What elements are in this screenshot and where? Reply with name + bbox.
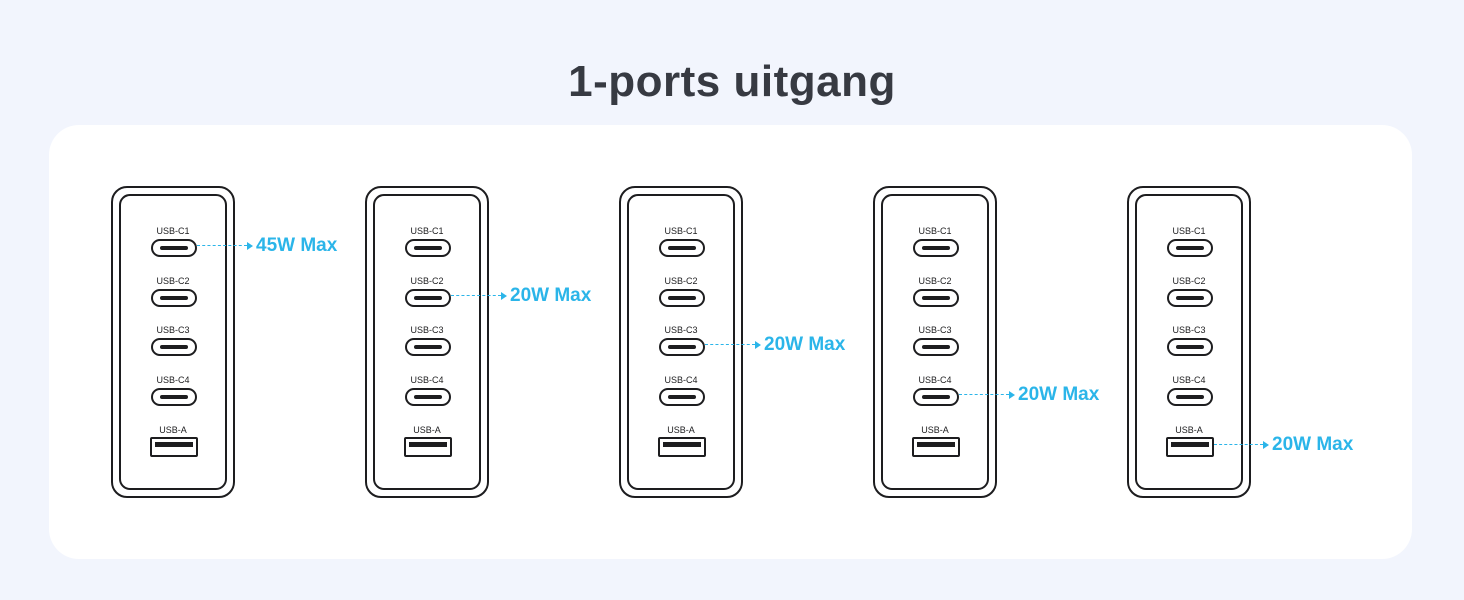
charger-faceplate — [1135, 194, 1243, 490]
usb-c-port-icon — [913, 239, 959, 257]
port-label: USB-C4 — [1172, 375, 1206, 385]
output-power-label: 45W Max — [256, 235, 338, 256]
port-label: USB-A — [667, 425, 695, 435]
arrow-head-icon — [247, 242, 253, 250]
output-arrow-line — [705, 344, 755, 345]
usb-c-port-icon — [151, 388, 197, 406]
port-label: USB-A — [921, 425, 949, 435]
usb-c-port-icon — [1167, 388, 1213, 406]
charger-faceplate — [119, 194, 227, 490]
arrow-head-icon — [1263, 441, 1269, 449]
output-power-label: 20W Max — [510, 285, 592, 306]
usb-c-port-icon — [1167, 289, 1213, 307]
usb-a-port-icon — [150, 437, 198, 457]
port-label: USB-C3 — [918, 325, 952, 335]
port-label: USB-C2 — [156, 276, 190, 286]
port-label: USB-C1 — [410, 226, 444, 236]
charger-faceplate — [881, 194, 989, 490]
port-label: USB-A — [159, 425, 187, 435]
port-label: USB-C4 — [156, 375, 190, 385]
port-label: USB-C4 — [918, 375, 952, 385]
port-label: USB-C1 — [664, 226, 698, 236]
port-label: USB-C4 — [410, 375, 444, 385]
port-label: USB-C2 — [664, 276, 698, 286]
port-label: USB-C2 — [918, 276, 952, 286]
port-label: USB-A — [1175, 425, 1203, 435]
usb-c-port-icon — [151, 338, 197, 356]
usb-c-port-icon — [913, 289, 959, 307]
output-power-label: 20W Max — [1018, 384, 1100, 405]
usb-c-port-icon — [659, 289, 705, 307]
charger-faceplate — [627, 194, 735, 490]
usb-a-port-icon — [404, 437, 452, 457]
port-label: USB-C3 — [410, 325, 444, 335]
usb-c-port-icon — [659, 388, 705, 406]
usb-a-port-icon — [912, 437, 960, 457]
usb-a-port-icon — [1166, 437, 1214, 457]
output-arrow-line — [1214, 444, 1263, 445]
output-power-label: 20W Max — [1272, 434, 1354, 455]
usb-c-port-icon — [405, 289, 451, 307]
usb-a-port-icon — [658, 437, 706, 457]
usb-c-port-icon — [405, 239, 451, 257]
usb-c-port-icon — [913, 338, 959, 356]
usb-c-port-icon — [659, 338, 705, 356]
port-label: USB-C3 — [1172, 325, 1206, 335]
output-power-label: 20W Max — [764, 334, 846, 355]
port-label: USB-C4 — [664, 375, 698, 385]
usb-c-port-icon — [405, 338, 451, 356]
arrow-head-icon — [1009, 391, 1015, 399]
usb-c-port-icon — [1167, 239, 1213, 257]
output-arrow-line — [959, 394, 1009, 395]
page-title: 1-ports uitgang — [568, 57, 896, 106]
port-label: USB-C2 — [410, 276, 444, 286]
usb-c-port-icon — [405, 388, 451, 406]
output-arrow-line — [197, 245, 247, 246]
usb-c-port-icon — [151, 239, 197, 257]
port-label: USB-A — [413, 425, 441, 435]
port-label: USB-C2 — [1172, 276, 1206, 286]
port-label: USB-C3 — [664, 325, 698, 335]
usb-c-port-icon — [1167, 338, 1213, 356]
port-label: USB-C1 — [918, 226, 952, 236]
output-arrow-line — [451, 295, 501, 296]
usb-c-port-icon — [151, 289, 197, 307]
arrow-head-icon — [501, 292, 507, 300]
charger-faceplate — [373, 194, 481, 490]
port-label: USB-C1 — [156, 226, 190, 236]
port-label: USB-C1 — [1172, 226, 1206, 236]
usb-c-port-icon — [659, 239, 705, 257]
port-label: USB-C3 — [156, 325, 190, 335]
usb-c-port-icon — [913, 388, 959, 406]
arrow-head-icon — [755, 341, 761, 349]
